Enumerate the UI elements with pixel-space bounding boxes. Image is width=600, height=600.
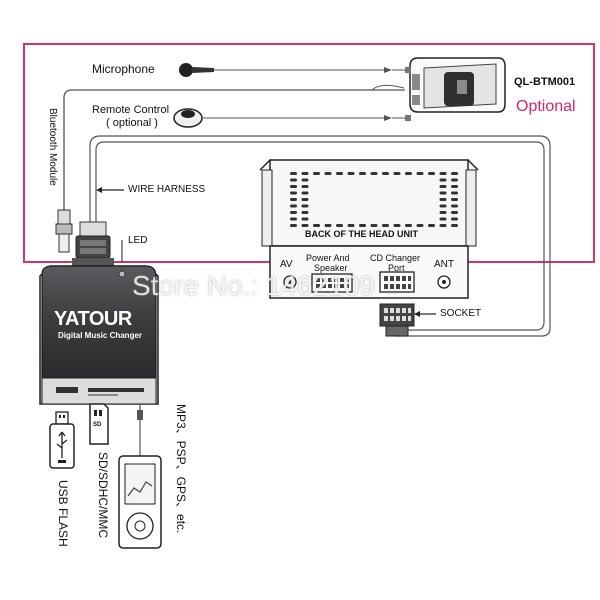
vent-slot: [416, 172, 424, 175]
sd-sdhc-mmc-label: SD/SDHC/MMC: [96, 452, 110, 538]
vent-slot: [301, 198, 309, 201]
sd-card-icon: [89, 403, 109, 445]
vent-slot: [451, 185, 458, 188]
vent-slot: [290, 172, 297, 175]
vent-slot: [439, 211, 447, 214]
vent-slot: [439, 198, 447, 201]
vent-slot: [439, 204, 447, 208]
bluetooth-module-device: [409, 57, 506, 113]
vent-slot: [290, 224, 297, 227]
socket-label: SOCKET: [440, 308, 482, 319]
wire-harness-cable-outer: [95, 141, 545, 331]
usb-flash-icon: [49, 411, 75, 469]
cd-changer-label-2: Port: [388, 263, 405, 273]
vent-slot: [313, 172, 320, 175]
sd-card-text: SD: [93, 422, 102, 428]
yatour-subtitle: Digital Music Changer: [58, 331, 143, 340]
vent-slot: [451, 178, 458, 182]
vent-slot: [451, 191, 458, 195]
bluetooth-module-label: Bluetooth Module: [47, 108, 58, 186]
watermark: Store No.: 1462109: [132, 270, 375, 301]
vent-slot: [324, 224, 332, 227]
mp3-player-icon: [118, 404, 162, 549]
vent-slot: [301, 178, 309, 182]
vent-slot: [359, 224, 366, 227]
vent-slot: [382, 172, 389, 175]
vent-slot: [336, 224, 343, 227]
yatour-brand: YATOUR: [54, 308, 132, 330]
yatour-device: [39, 265, 159, 405]
cd-changer-label-1: CD Changer: [370, 253, 421, 263]
vent-slot: [370, 224, 378, 227]
vent-slot: [405, 172, 412, 175]
vent-slot: [428, 224, 435, 227]
vent-slot: [301, 204, 309, 208]
vent-slot: [313, 224, 320, 227]
mp3-psp-gps-label: MP3、PSP、GPS、etc.: [174, 404, 188, 534]
led-label: LED: [128, 235, 148, 246]
vent-slot: [290, 211, 297, 214]
vent-slot: [290, 217, 297, 221]
vent-slot: [290, 185, 297, 188]
head-unit-back: [259, 159, 479, 299]
usb-flash-label: USB FLASH: [56, 480, 70, 547]
wire-harness-label: WIRE HARNESS: [128, 184, 206, 195]
vent-slot: [290, 191, 297, 195]
vent-slot: [439, 217, 447, 221]
vent-slot: [416, 224, 424, 227]
vent-slot: [451, 224, 458, 227]
wire-harness-cable-inner: [89, 135, 551, 337]
vent-slot: [451, 172, 458, 175]
vent-slot: [301, 217, 309, 221]
vent-slot: [301, 172, 309, 175]
remote-optional-label: ( optional ): [106, 117, 158, 129]
vent-slot: [451, 217, 458, 221]
vent-slot: [359, 172, 366, 175]
vent-slot: [290, 198, 297, 201]
head-unit-label: BACK OF THE HEAD UNIT: [305, 229, 418, 239]
vent-slot: [301, 224, 309, 227]
vent-slot: [451, 211, 458, 214]
vent-slot: [347, 172, 355, 175]
av-label: AV: [280, 259, 293, 270]
power-speaker-label-2: Speaker: [314, 263, 348, 273]
vent-slot: [393, 224, 401, 227]
power-speaker-label-1: Power And: [306, 253, 350, 263]
vent-slot: [301, 211, 309, 214]
remote-control-label: Remote Control: [92, 104, 170, 116]
socket-connector: [379, 303, 415, 337]
bluetooth-cable: [63, 89, 405, 210]
vent-slot: [405, 224, 412, 227]
vent-slot: [451, 198, 458, 201]
vent-slot: [439, 185, 447, 188]
vent-slot: [301, 191, 309, 195]
model-label: QL-BTM001: [514, 76, 576, 88]
vent-slot: [439, 178, 447, 182]
ant-label: ANT: [434, 259, 454, 270]
optional-label: Optional: [516, 98, 576, 115]
microphone-device: [179, 63, 411, 77]
vent-slot: [451, 204, 458, 208]
vent-slot: [370, 172, 378, 175]
vent-slot: [290, 204, 297, 208]
vent-slot: [324, 172, 332, 175]
vent-slot: [382, 224, 389, 227]
bluetooth-plug: [55, 209, 73, 253]
vent-slot: [301, 185, 309, 188]
vent-slot: [393, 172, 401, 175]
harness-connector: [72, 221, 114, 266]
vent-slot: [347, 224, 355, 227]
vent-slot: [290, 178, 297, 182]
vent-slot: [428, 172, 435, 175]
vent-slot: [439, 224, 447, 227]
microphone-label: Microphone: [92, 62, 155, 76]
vent-slot: [439, 191, 447, 195]
vent-slot: [336, 172, 343, 175]
remote-control-device: [173, 108, 411, 128]
vent-slot: [439, 172, 447, 175]
